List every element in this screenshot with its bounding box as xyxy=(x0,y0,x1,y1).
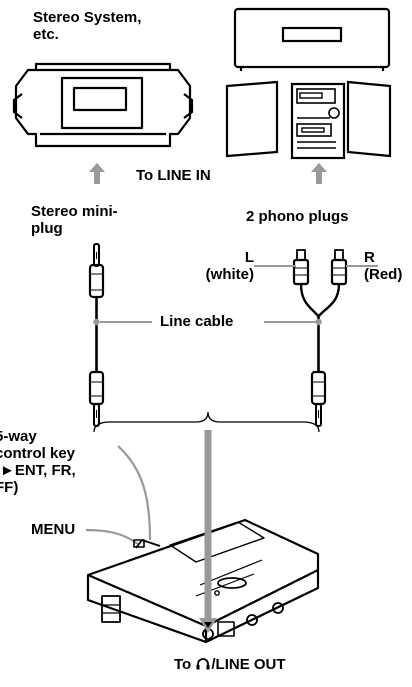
control-key-label: 5-way control key (►ENT, FR, FF) xyxy=(0,428,76,496)
up-arrow-right xyxy=(311,163,327,184)
leader-lines xyxy=(100,265,378,323)
control-key-line-4: FF) xyxy=(0,479,19,496)
to-line-out-label: To /LINE OUT xyxy=(174,656,286,673)
long-arrow-to-jack xyxy=(199,430,217,633)
control-key-line-2: control key xyxy=(0,445,76,462)
up-arrow-left xyxy=(89,163,105,184)
brace xyxy=(93,411,320,433)
line-out-suffix: /LINE OUT xyxy=(211,656,286,673)
phono-plugs-cable xyxy=(292,249,348,427)
stereo-system-label-line-1: Stereo System, xyxy=(33,9,142,26)
left-plug-color: (white) xyxy=(205,266,254,283)
stereo-mini-plug-label-line-1: Stereo mini- xyxy=(31,203,118,220)
left-plug-letter: L xyxy=(244,249,254,266)
stereo-top-unit xyxy=(233,7,391,71)
right-plug-color: (Red) xyxy=(364,266,403,283)
mini-stereo-illustration xyxy=(225,80,392,160)
headphones-icon xyxy=(196,658,210,670)
stereo-mini-plug-cable xyxy=(88,243,105,427)
md-player-illustration xyxy=(86,518,320,644)
stereo-mini-plug-label-line-2: plug xyxy=(31,220,63,237)
line-cable-label: Line cable xyxy=(160,313,234,330)
right-plug-letter: R xyxy=(364,249,375,266)
right-plug-label: R (Red) xyxy=(364,249,402,283)
control-key-line-3: (►ENT, FR, xyxy=(0,462,76,479)
left-plug-label: L (white) xyxy=(202,249,254,283)
stereo-system-label: Stereo System, etc. xyxy=(33,9,141,43)
to-prefix: To xyxy=(174,656,196,673)
stereo-mini-plug-label: Stereo mini- plug xyxy=(31,203,118,237)
menu-label: MENU xyxy=(31,521,76,538)
stereo-system-label-line-2: etc. xyxy=(33,26,59,43)
control-key-line-1: 5-way xyxy=(0,428,37,445)
phono-plugs-label: 2 phono plugs xyxy=(246,208,349,225)
control-key-line-3-text: ENT, FR, xyxy=(14,462,76,479)
pointer-lines xyxy=(85,445,152,545)
play-triangle-icon: (► xyxy=(0,462,15,479)
to-line-in-label: To LINE IN xyxy=(136,167,211,184)
boombox-illustration xyxy=(12,62,194,148)
